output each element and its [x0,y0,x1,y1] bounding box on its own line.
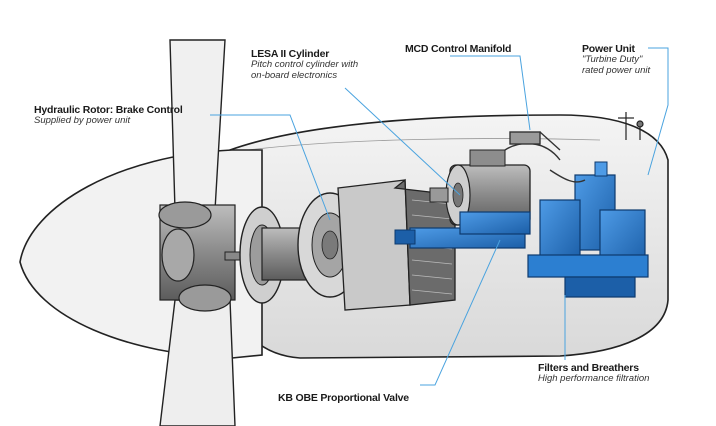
label-hydraulic-rotor: Hydraulic Rotor: Brake Control Supplied … [34,104,183,127]
rotor-hub [158,201,248,312]
label-hydraulic-rotor-title: Hydraulic Rotor: Brake Control [34,104,183,116]
label-mcd-manifold-title: MCD Control Manifold [405,43,512,55]
leader-hydraulic-rotor [210,114,331,221]
leader-lines [210,47,669,386]
leader-mcd-manifold [450,55,531,131]
label-lesa-cylinder-subtitle-2: on-board electronics [251,69,338,81]
label-lesa-cylinder: LESA II Cylinder Pitch control cylinder … [251,48,358,82]
leader-power-unit [647,47,669,176]
label-power-unit-title: Power Unit [582,43,635,55]
sensor-mast [618,112,644,140]
label-mcd-manifold: MCD Control Manifold [405,43,511,55]
mcd-manifold-piping [504,131,586,183]
leader-kb-obe-valve [420,239,501,386]
lesa-cylinder-body [394,211,531,249]
label-lesa-cylinder-title: LESA II Cylinder [251,48,330,60]
label-kb-obe-valve: KB OBE Proportional Valve [278,392,409,404]
label-filters-breathers-subtitle: High performance filtration [538,373,650,385]
power-unit-body [527,161,649,298]
motor-generator [429,149,531,226]
label-filters-breathers-title: Filters and Breathers [538,362,639,374]
label-power-unit: Power Unit "Turbine Duty" rated power un… [582,43,650,77]
label-power-unit-subtitle-1: "Turbine Duty" [582,54,643,66]
label-hydraulic-rotor-subtitle: Supplied by power unit [34,115,131,127]
label-power-unit-subtitle-2: rated power unit [582,64,651,76]
label-filters-breathers: Filters and Breathers High performance f… [538,362,649,385]
leader-lesa-cylinder [344,87,461,196]
label-kb-obe-valve-title: KB OBE Proportional Valve [278,392,409,404]
label-lesa-cylinder-subtitle-1: Pitch control cylinder with [251,59,359,71]
